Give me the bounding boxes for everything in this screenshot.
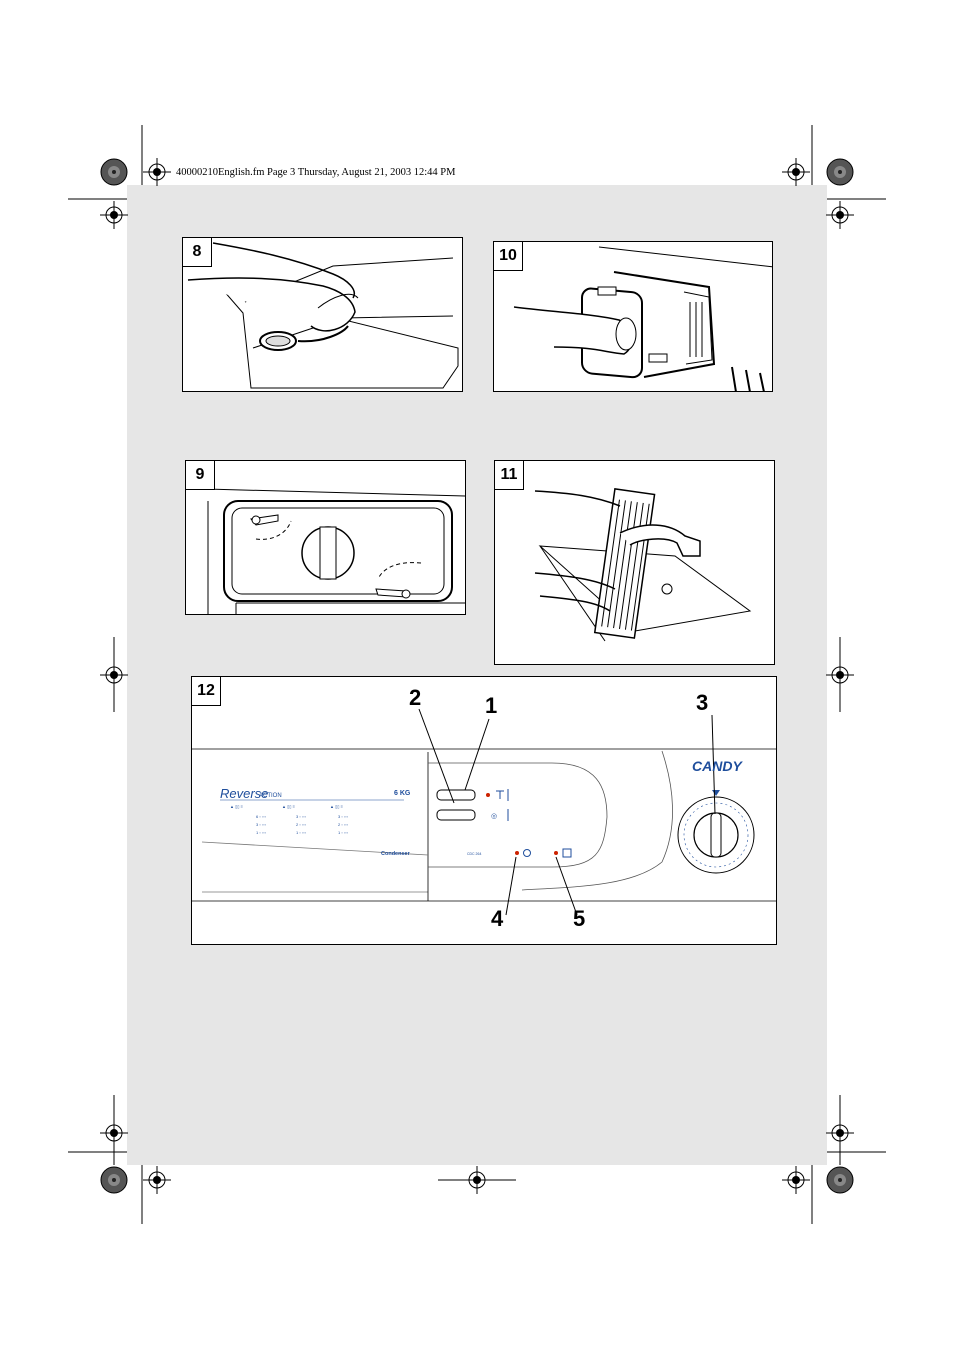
filter-cover-illustration (205, 488, 465, 614)
capacity: 6 KG (394, 790, 411, 797)
callout-2: 2 (409, 685, 422, 710)
callout-3: 3 (696, 690, 709, 715)
svg-text:1 ▫ ▫▫▫: 1 ▫ ▫▫▫ (256, 830, 267, 835)
svg-text:▲ ▯▯ ≡: ▲ ▯▯ ≡ (282, 804, 296, 809)
model-word: ACTION (259, 793, 282, 799)
figure-number: 9 (186, 461, 215, 490)
condenser-label: Condenser (381, 851, 411, 857)
brand-logo: CANDY (692, 758, 743, 774)
svg-text:3 ▫ ▫▫▫: 3 ▫ ▫▫▫ (296, 814, 307, 819)
svg-text:▲ ▯▯ ≡: ▲ ▯▯ ≡ (330, 804, 344, 809)
model-code: CDC 264 (467, 852, 481, 856)
svg-text:1 ▫ ▫▫▫: 1 ▫ ▫▫▫ (296, 830, 307, 835)
star-target-bottom-right (826, 1166, 854, 1194)
model-script: Reverse (220, 786, 268, 801)
rinsing-filter-illustration (534, 488, 752, 642)
figure-number: 8 (183, 238, 212, 267)
button-2-drawing (436, 789, 476, 801)
file-info-header: 40000210English.fm Page 3 Thursday, Augu… (176, 167, 456, 178)
figure-number: 10 (494, 242, 523, 271)
water-container-illustration (513, 246, 772, 391)
figure-11: 11 (494, 460, 775, 665)
star-target-top-right (826, 158, 854, 186)
svg-text:▲ ▯▯ ≡: ▲ ▯▯ ≡ (230, 804, 244, 809)
figure-number: 12 (192, 677, 221, 706)
callout-4: 4 (491, 906, 504, 931)
svg-text:2 ▫ ▫▫▫: 2 ▫ ▫▫▫ (296, 822, 307, 827)
figure-9: 9 (185, 460, 466, 615)
callout-1: 1 (485, 693, 498, 718)
svg-text:3 ▫ ▫▫▫: 3 ▫ ▫▫▫ (256, 822, 267, 827)
control-panel-illustration: ◎ Reverse ACTION 6 KG ▲ ▯▯ ≡ ▲ ▯▯ ≡ ▲ ▯▯ ≡… (192, 708, 776, 916)
door-seal-illustration (187, 242, 459, 389)
callout-5: 5 (573, 906, 586, 931)
figure-8: 8 (182, 237, 463, 392)
figure-number: 11 (495, 461, 524, 490)
figure-10: 10 (493, 241, 773, 392)
svg-text:6 ▫ ▫▫▫: 6 ▫ ▫▫▫ (256, 814, 267, 819)
figure-12: ◎ Reverse ACTION 6 KG ▲ ▯▯ ≡ ▲ ▯▯ ≡ ▲ ▯▯ ≡… (191, 676, 777, 945)
svg-text:◎: ◎ (491, 813, 497, 820)
svg-text:3 ▫ ▫▫▫: 3 ▫ ▫▫▫ (338, 814, 349, 819)
svg-text:1 ▫ ▫▫▫: 1 ▫ ▫▫▫ (338, 830, 349, 835)
svg-text:2 ▫ ▫▫▫: 2 ▫ ▫▫▫ (338, 822, 349, 827)
star-target-top-left (100, 158, 128, 186)
star-target-bottom-left (100, 1166, 128, 1194)
